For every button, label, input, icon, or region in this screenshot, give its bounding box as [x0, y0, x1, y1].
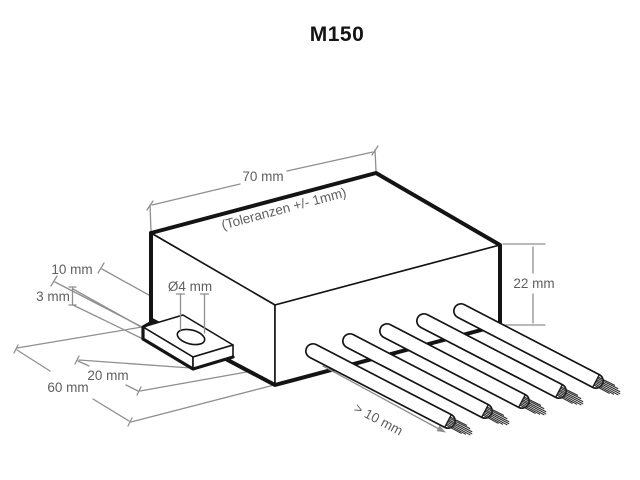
dim-60-ext-top	[16, 326, 143, 349]
module-box	[149, 171, 502, 387]
dim-20-tick-top	[74, 355, 80, 365]
label-box-height: 22 mm	[513, 276, 554, 291]
hole-dimension	[175, 293, 210, 334]
label-tab-thickness: 3 mm	[36, 289, 70, 304]
dim-70-ext-right	[374, 149, 377, 172]
wire-length-arrow-line	[322, 365, 440, 430]
tab-silhouette	[141, 320, 235, 371]
dim-20-line-b	[125, 384, 139, 392]
dim-70-tick-right	[371, 145, 379, 156]
dim-70-tick-left	[146, 200, 154, 211]
dim-20-ext-top	[78, 359, 192, 369]
label-tab-protrusion: 10 mm	[51, 262, 92, 277]
label-hole-diameter: Ø4 mm	[168, 279, 212, 294]
wire-length-arrowhead-icon	[436, 425, 446, 433]
label-box-length: 70 mm	[242, 169, 283, 184]
dim-3-ext-top	[72, 288, 144, 329]
dim-70-line-b	[286, 151, 374, 172]
dim-3-ext-bottom	[72, 304, 144, 340]
dim-10-tick-right	[97, 262, 105, 274]
dim-60-line-a	[16, 349, 51, 372]
dim-20-tick-bottom	[136, 386, 142, 396]
label-tab-width: 20 mm	[87, 368, 128, 383]
wire-length-dimension	[322, 365, 446, 433]
dim-20-line-a	[77, 360, 90, 367]
dim-70-ext-left	[149, 204, 152, 232]
mounting-hole	[176, 328, 206, 346]
label-overall-depth: 60 mm	[47, 380, 88, 395]
dim-10-tick-left	[50, 275, 58, 287]
mounting-tab	[141, 314, 235, 371]
dim-60-tick-bottom	[127, 417, 133, 427]
dim-60-ext-bottom	[130, 384, 275, 423]
dim-60-line-b	[92, 398, 130, 422]
dim-70-line-a	[151, 183, 241, 206]
box-silhouette-top-right	[149, 171, 502, 327]
page-title: M150	[310, 23, 365, 46]
dim-60-tick-top	[13, 344, 19, 354]
